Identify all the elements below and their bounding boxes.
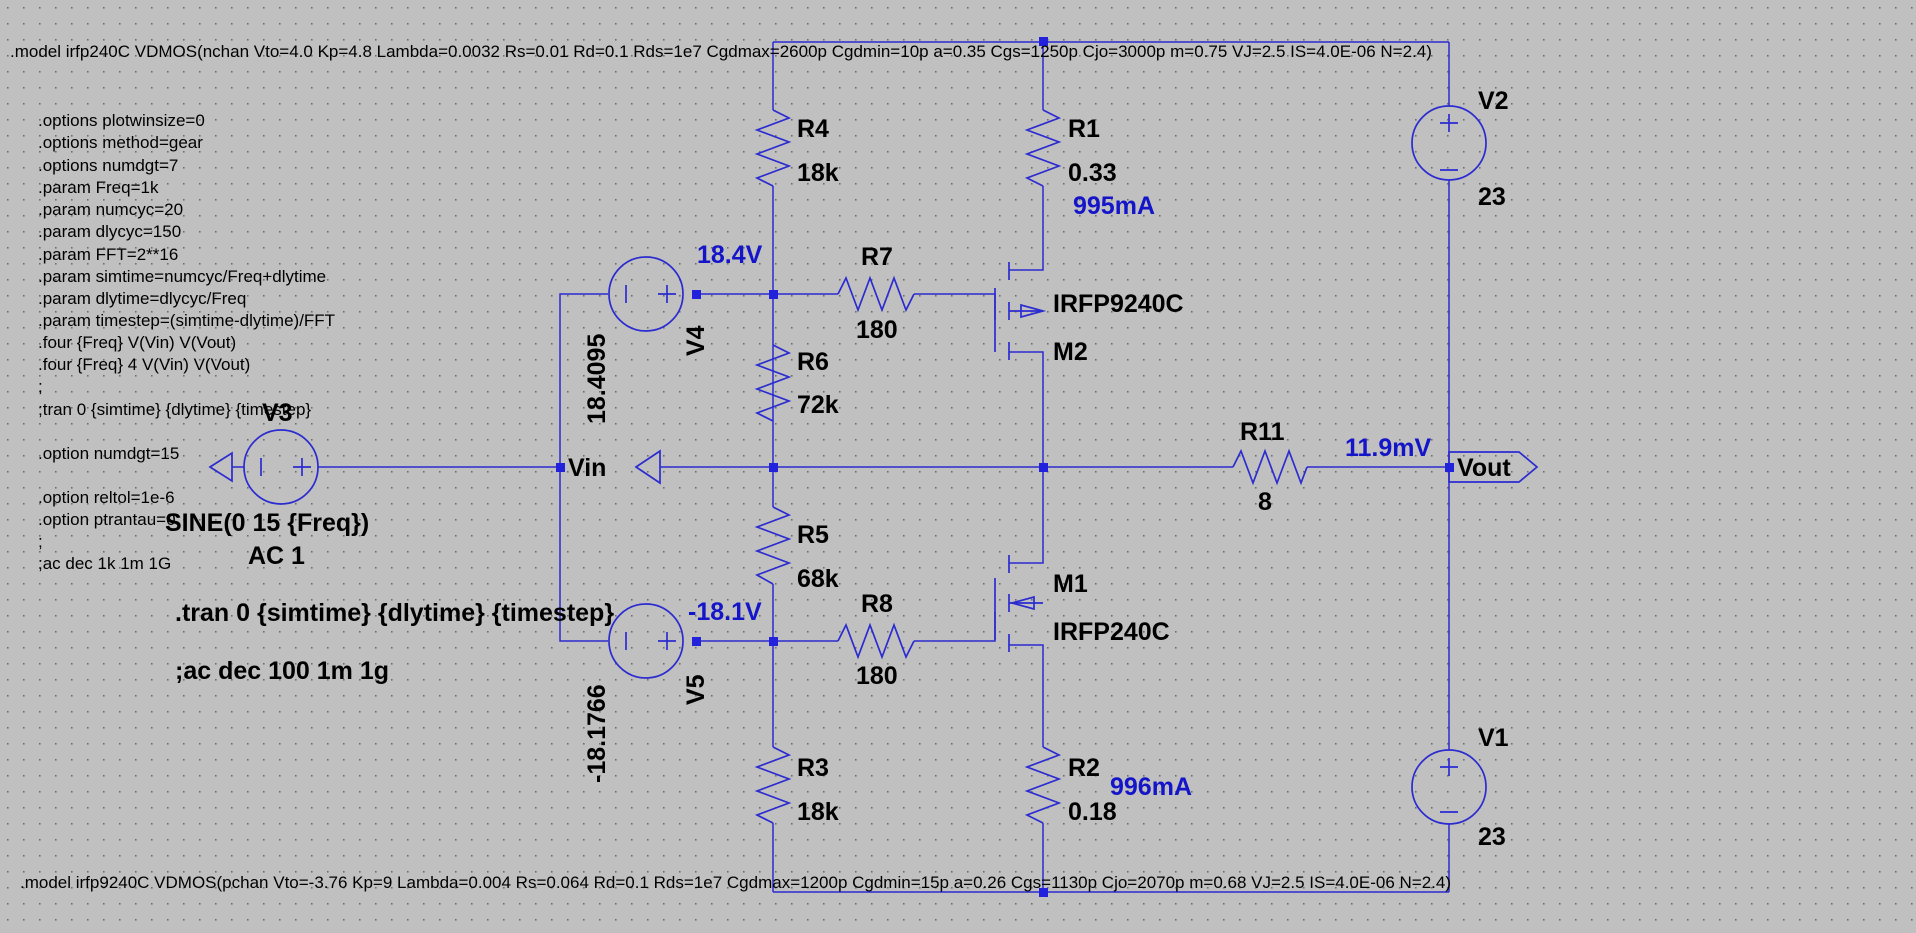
model-directive-pchan[interactable]: .model irfp9240C VDMOS(pchan Vto=-3.76 K… <box>20 873 1451 892</box>
v1-name: V1 <box>1478 724 1509 752</box>
options-directive-block[interactable]: .options plotwinsize=0 .options method=g… <box>38 111 340 573</box>
r2-name: R2 <box>1068 754 1100 782</box>
m2-name: M2 <box>1053 338 1088 366</box>
m1-name: M1 <box>1053 570 1088 598</box>
voltage-source-v1[interactable] <box>1411 749 1487 825</box>
junction-dots <box>556 37 1454 897</box>
r5-value[interactable]: 68k <box>797 565 839 593</box>
mosfet-m1[interactable] <box>994 555 1043 652</box>
ac-directive[interactable]: ;ac dec 100 1m 1g <box>175 657 389 685</box>
r11-value[interactable]: 8 <box>1258 488 1272 516</box>
resistor-r11[interactable] <box>1232 448 1308 486</box>
net-label-vout-port[interactable] <box>1448 451 1539 483</box>
r4-value[interactable]: 18k <box>797 159 839 187</box>
resistor-r2[interactable] <box>1024 746 1062 824</box>
voltage-source-v3[interactable] <box>232 429 319 505</box>
resistor-r1[interactable] <box>1024 109 1062 187</box>
v1-value[interactable]: 23 <box>1478 823 1506 851</box>
model-directive-nchan[interactable]: .model irfp240C VDMOS(nchan Vto=4.0 Kp=4… <box>10 42 1432 61</box>
voltage-source-v4[interactable] <box>608 256 684 332</box>
voltage-source-v2[interactable] <box>1411 105 1487 181</box>
ground-flag-midpoint[interactable] <box>634 449 661 485</box>
v4-value[interactable]: 18.4095 <box>583 334 611 424</box>
r3-name: R3 <box>797 754 829 782</box>
resistor-r5[interactable] <box>754 506 792 585</box>
op-current-r2: 996mA <box>1110 773 1192 801</box>
op-voltage-bottom-bias: -18.1V <box>688 598 762 626</box>
r8-name: R8 <box>861 590 893 618</box>
resistor-r7[interactable] <box>837 275 915 313</box>
r7-name: R7 <box>861 243 893 271</box>
resistor-r4[interactable] <box>754 109 792 187</box>
resistor-r6[interactable] <box>754 344 792 422</box>
r6-name: R6 <box>797 348 829 376</box>
v3-name: V3 <box>262 399 293 427</box>
v2-value[interactable]: 23 <box>1478 183 1506 211</box>
r1-name: R1 <box>1068 115 1100 143</box>
op-voltage-top-bias: 18.4V <box>697 241 763 269</box>
m1-model[interactable]: IRFP240C <box>1053 618 1170 646</box>
v5-value[interactable]: -18.1766 <box>583 684 611 783</box>
ground-flag-v3[interactable] <box>208 451 233 483</box>
r5-name: R5 <box>797 521 829 549</box>
r6-value[interactable]: 72k <box>797 391 839 419</box>
resistor-r3[interactable] <box>754 746 792 824</box>
v3-value[interactable]: SINE(0 15 {Freq}) <box>165 509 369 537</box>
net-label-vout[interactable]: Vout <box>1457 454 1511 482</box>
r2-value[interactable]: 0.18 <box>1068 798 1117 826</box>
net-label-vin[interactable]: Vin <box>568 454 606 482</box>
op-current-r1: 995mA <box>1073 192 1155 220</box>
op-voltage-vout: 11.9mV <box>1345 434 1432 462</box>
v4-name: V4 <box>682 325 710 356</box>
v2-name: V2 <box>1478 87 1509 115</box>
m2-model[interactable]: IRFP9240C <box>1053 290 1184 318</box>
v5-name: V5 <box>682 674 710 705</box>
r4-name: R4 <box>797 115 829 143</box>
r8-value[interactable]: 180 <box>856 662 898 690</box>
resistor-r8[interactable] <box>837 622 915 660</box>
r11-name: R11 <box>1240 418 1285 446</box>
tran-directive[interactable]: .tran 0 {simtime} {dlytime} {timestep} <box>175 599 614 627</box>
r3-value[interactable]: 18k <box>797 798 839 826</box>
r1-value[interactable]: 0.33 <box>1068 159 1117 187</box>
v3-ac[interactable]: AC 1 <box>248 542 305 570</box>
r7-value[interactable]: 180 <box>856 316 898 344</box>
voltage-source-v5[interactable] <box>608 603 684 679</box>
mosfet-m2[interactable] <box>994 262 1047 360</box>
